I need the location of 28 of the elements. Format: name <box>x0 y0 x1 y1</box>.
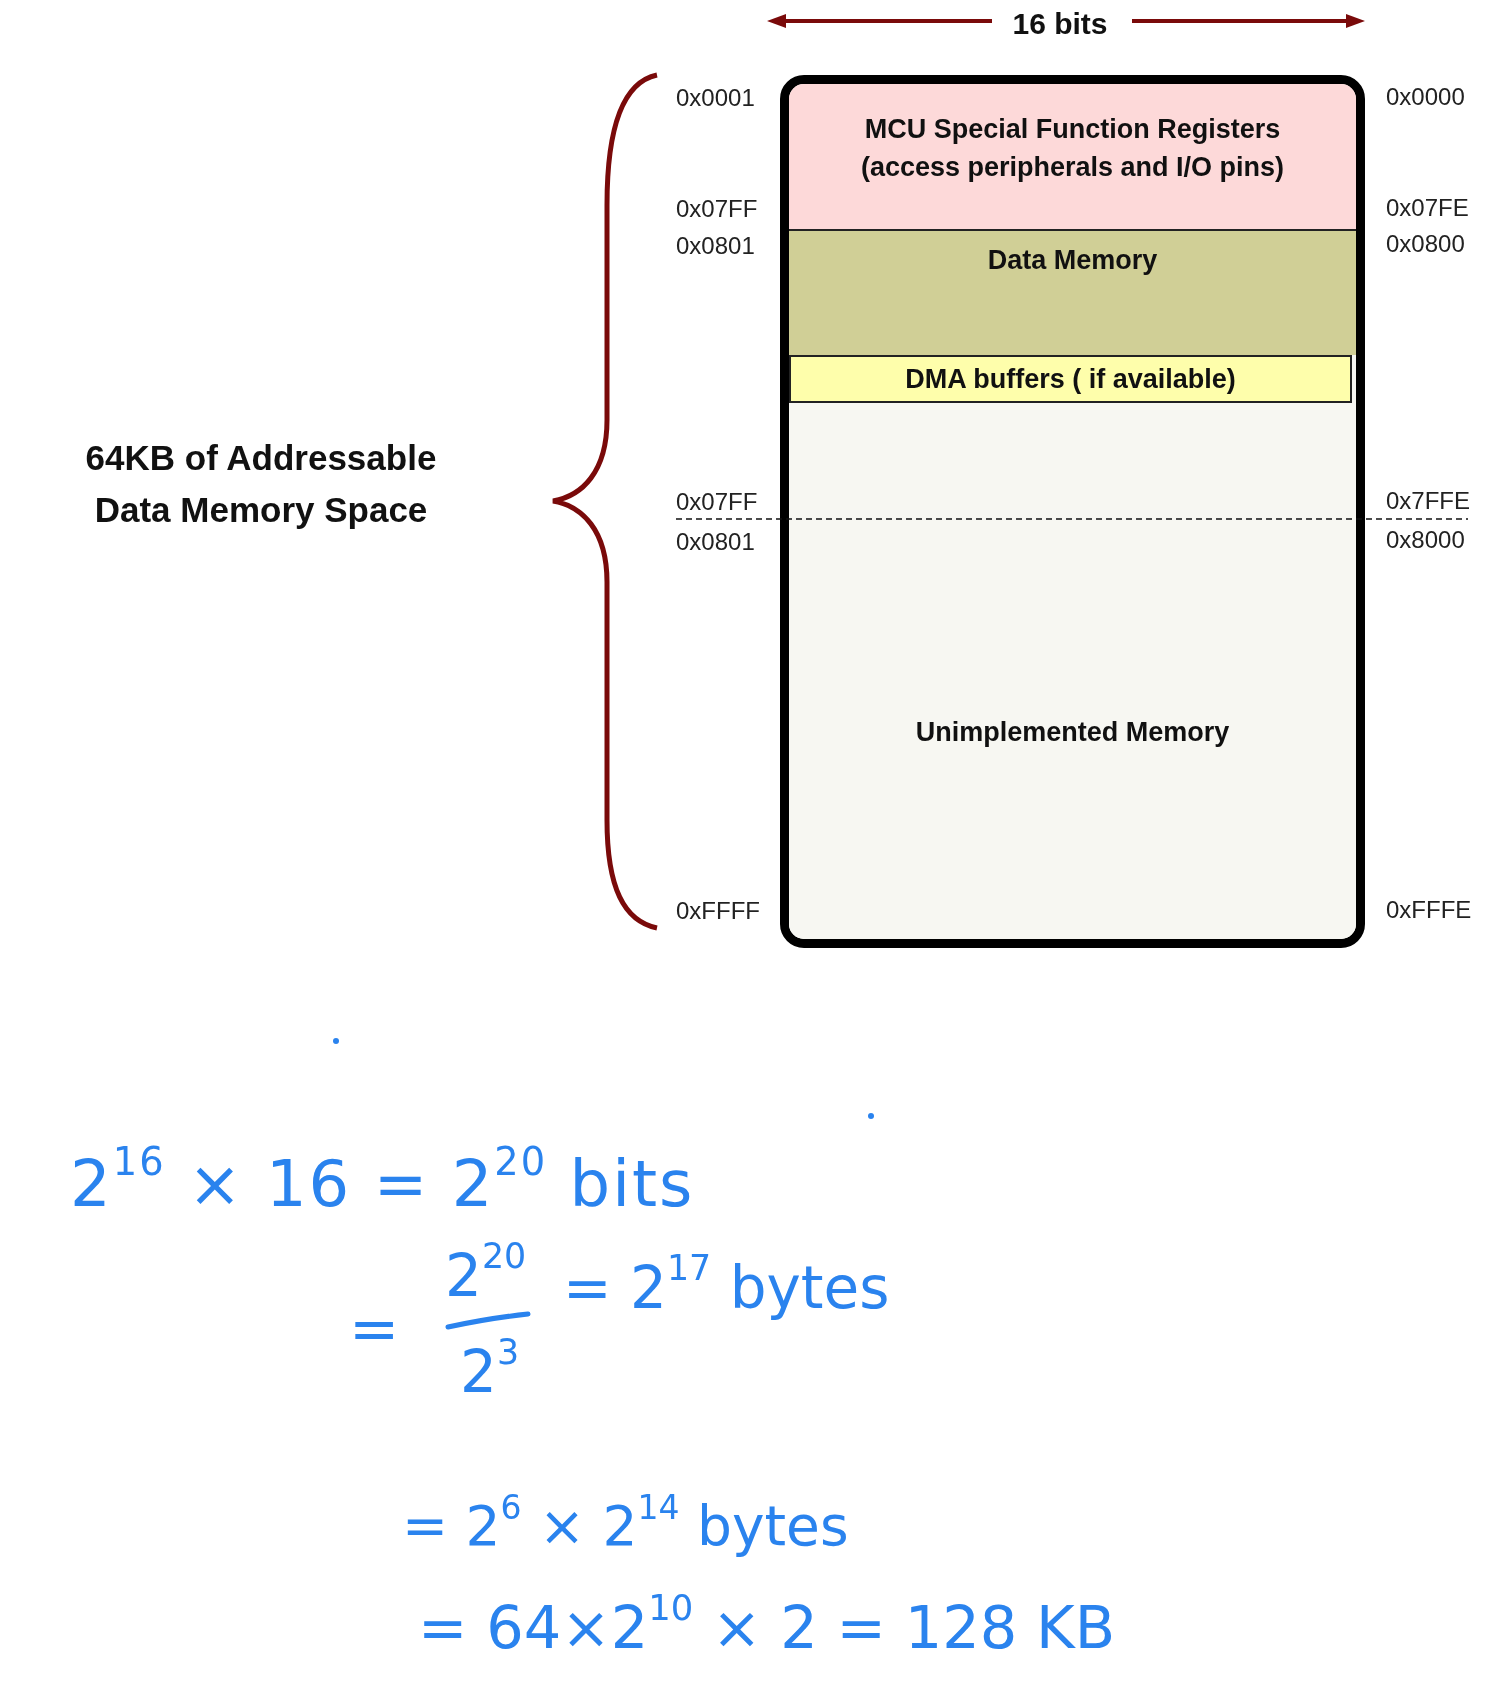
handwritten-equation: = 64×2$^{10}$ × 2 = 128 KB <box>418 1592 1116 1664</box>
address-label: 0xFFFF <box>676 897 760 925</box>
address-label: 0x0000 <box>1386 83 1465 111</box>
region-label: Data Memory <box>987 244 1158 277</box>
address-label: 0xFFFE <box>1386 896 1472 924</box>
address-label: 0x8000 <box>1386 526 1465 554</box>
address-label: 0x0801 <box>676 528 755 556</box>
fraction-denominator: 2$^{3}$ <box>460 1336 520 1408</box>
address-label: 0x0800 <box>1386 230 1465 258</box>
address-label: 0x07FF <box>676 488 758 516</box>
address-label: 0x7FFE <box>1386 487 1471 515</box>
region-label: Unimplemented Memory <box>915 716 1230 749</box>
memory-map-frame <box>780 75 1365 948</box>
memory-region <box>789 355 1352 403</box>
fraction-numerator: 2$^{20}$ <box>445 1240 527 1312</box>
address-label: 0x07FF <box>676 195 758 223</box>
address-label: 0x0001 <box>676 84 755 112</box>
address-label: 0x0801 <box>676 232 755 260</box>
dimension-label: 16 bits <box>1012 7 1108 42</box>
handwritten-equation: = 2$^{6}$ × 2$^{14}$ bytes <box>402 1490 849 1560</box>
handwritten-equals: = <box>349 1292 400 1364</box>
address-label: 0x07FE <box>1386 194 1469 222</box>
region-label: MCU Special Function Registers (access peripherals and I/O pins) <box>859 113 1286 184</box>
memory-region <box>789 84 1356 229</box>
memory-space-label: 64KB of Addressable Data Memory Space <box>84 437 438 531</box>
region-label: DMA buffers ( if available) <box>905 363 1236 396</box>
memory-region <box>789 229 1356 355</box>
handwritten-equation: = 2$^{17}$ bytes <box>563 1252 890 1324</box>
